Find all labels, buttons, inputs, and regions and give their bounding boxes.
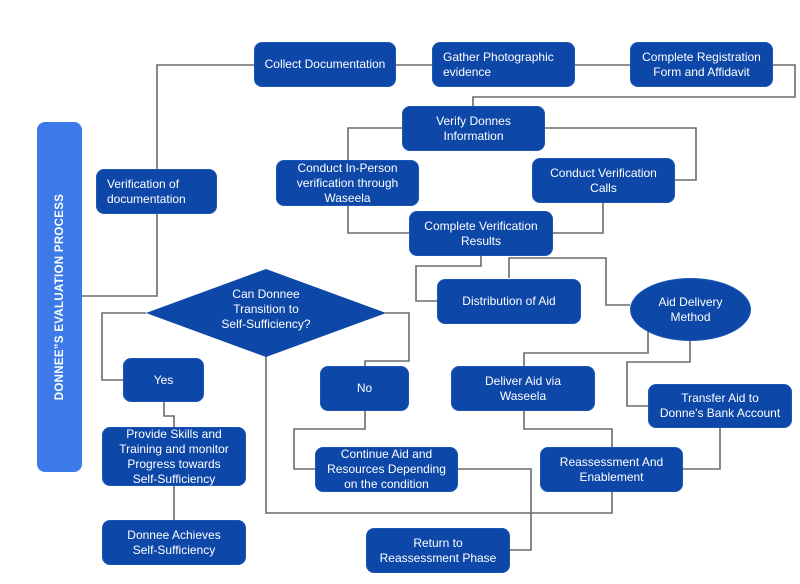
node-gather-photographic-evidence[interactable]: Gather Photographic evidence — [432, 42, 575, 87]
node-distribution-of-aid[interactable]: Distribution of Aid — [437, 279, 581, 324]
node-label: Provide Skills and Training and monitor … — [119, 426, 229, 486]
connector-verify-to-inperson — [347, 127, 402, 160]
node-reassessment-enablement[interactable]: Reassessment And Enablement — [540, 447, 683, 492]
process-title: DONNEE”S EVALUATION PROCESS — [53, 193, 66, 401]
node-aid-delivery-method[interactable]: Aid Delivery Method — [630, 278, 751, 341]
node-in-person-verification[interactable]: Conduct In-Person verification through W… — [276, 160, 419, 206]
node-label: Complete Verification Results — [424, 218, 538, 248]
node-donnee-achieves-self-sufficiency[interactable]: Donnee Achieves Self-Sufficiency — [102, 520, 246, 565]
connector-decision-to-no — [364, 312, 410, 366]
connector-method-to-waseela — [523, 332, 649, 366]
connector-no-to-continue — [293, 411, 366, 470]
connector-sidebar-to-verification — [82, 214, 158, 297]
node-provide-skills-training[interactable]: Provide Skills and Training and monitor … — [102, 427, 246, 486]
node-label: Complete Registration Form and Affidavit — [642, 49, 761, 79]
connector-bank-to-reassessment — [683, 428, 721, 470]
node-label: Continue Aid and Resources Depending on … — [327, 447, 446, 491]
connector-method-to-bank — [626, 341, 691, 407]
node-label: Reassessment And Enablement — [559, 454, 664, 484]
node-label: Donnee Achieves Self-Sufficiency — [127, 527, 221, 557]
node-transfer-aid-bank[interactable]: Transfer Aid to Donne's Bank Account — [648, 384, 792, 428]
connector-verification-to-collect — [156, 64, 254, 169]
node-label: Gather Photographic evidence — [443, 49, 554, 79]
node-deliver-aid-waseela[interactable]: Deliver Aid via Waseela — [451, 366, 595, 411]
node-label: Conduct Verification Calls — [550, 165, 657, 195]
connector-decision-to-yes — [101, 312, 146, 381]
node-label: Collect Documentation — [264, 57, 386, 71]
node-label: No — [356, 381, 373, 395]
node-complete-verification-results[interactable]: Complete Verification Results — [409, 211, 553, 256]
node-yes[interactable]: Yes — [123, 358, 204, 402]
decision-label: Can Donnee Transition to Self-Sufficienc… — [221, 287, 311, 331]
node-label: Deliver Aid via Waseela — [484, 373, 562, 403]
connector-reassessment-to-decision — [265, 356, 613, 514]
decision-can-donnee-transition[interactable]: Can Donnee Transition to Self-Sufficienc… — [146, 269, 386, 357]
node-label: Distribution of Aid — [462, 294, 556, 308]
process-title-banner: DONNEE”S EVALUATION PROCESS — [37, 122, 82, 472]
node-complete-registration[interactable]: Complete Registration Form and Affidavit — [630, 42, 773, 87]
node-label: Verify Donnes Information — [436, 113, 511, 143]
node-label: Conduct In-Person verification through W… — [296, 160, 399, 205]
diamond-shape — [146, 269, 386, 357]
node-return-to-reassessment[interactable]: Return to Reassessment Phase — [366, 528, 510, 573]
connector-inperson-to-results — [347, 205, 409, 234]
connector-registration-to-verify — [472, 64, 796, 106]
node-collect-documentation[interactable]: Collect Documentation — [254, 42, 396, 87]
connector-verify-to-calls — [545, 127, 697, 181]
node-label: Aid Delivery Method — [658, 294, 723, 324]
connector-continue-to-return — [458, 468, 532, 551]
connector-results-to-delivery-method — [508, 257, 630, 306]
node-verification-of-documentation[interactable]: Verification of documentation — [96, 169, 217, 214]
connector-waseela-to-reassessment — [523, 411, 613, 447]
node-verify-donnes-information[interactable]: Verify Donnes Information — [402, 106, 545, 151]
node-label: Transfer Aid to Donne's Bank Account — [659, 391, 781, 420]
node-label: Return to Reassessment Phase — [379, 535, 497, 565]
node-label: Verification of documentation — [107, 176, 186, 206]
connector-calls-to-results — [553, 203, 604, 234]
node-continue-aid[interactable]: Continue Aid and Resources Depending on … — [315, 447, 458, 492]
node-verification-calls[interactable]: Conduct Verification Calls — [532, 158, 675, 203]
connector-results-to-distribution — [415, 256, 482, 302]
connector-yes-to-skills — [163, 402, 175, 427]
node-label: Yes — [153, 372, 174, 387]
node-no[interactable]: No — [320, 366, 409, 411]
